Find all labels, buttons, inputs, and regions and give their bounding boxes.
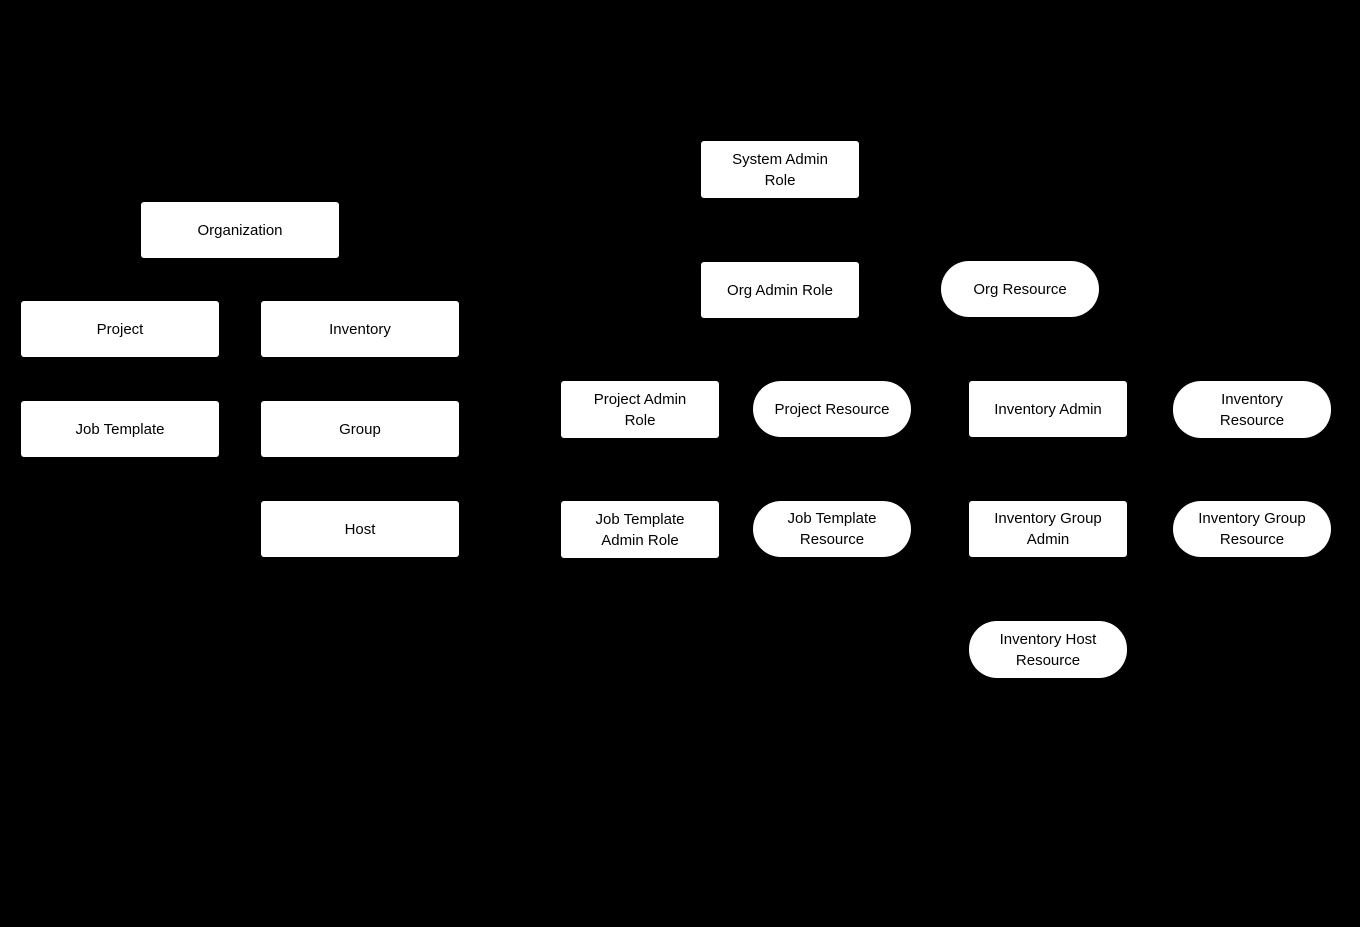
node-org-admin-role: Org Admin Role <box>701 262 859 318</box>
node-project-resource: Project Resource <box>753 381 911 437</box>
node-inventory-admin: Inventory Admin <box>969 381 1127 437</box>
node-project-admin-role: Project Admin Role <box>561 381 719 438</box>
node-inventory: Inventory <box>261 301 459 357</box>
node-inventory-group-resource: Inventory Group Resource <box>1173 501 1331 557</box>
node-inventory-host-resource: Inventory Host Resource <box>969 621 1127 678</box>
node-job-template-resource: Job Template Resource <box>753 501 911 557</box>
node-job-template-admin-role: Job Template Admin Role <box>561 501 719 558</box>
node-inventory-group-admin: Inventory Group Admin <box>969 501 1127 557</box>
node-organization: Organization <box>141 202 339 258</box>
node-host: Host <box>261 501 459 557</box>
node-org-resource: Org Resource <box>941 261 1099 317</box>
node-job-template: Job Template <box>21 401 219 457</box>
node-system-admin-role: System Admin Role <box>701 141 859 198</box>
node-project: Project <box>21 301 219 357</box>
node-group: Group <box>261 401 459 457</box>
node-inventory-resource: Inventory Resource <box>1173 381 1331 438</box>
